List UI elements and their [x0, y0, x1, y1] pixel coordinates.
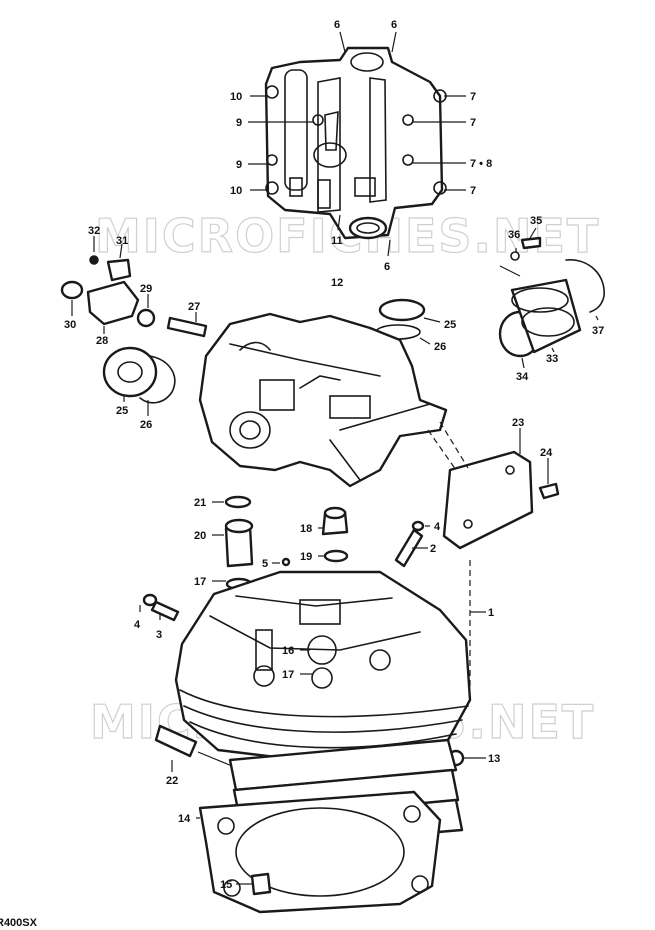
- callout-1: 1: [488, 607, 494, 619]
- callout-23: 23: [512, 417, 524, 429]
- callout-22: 22: [166, 775, 178, 787]
- callout-6a: 6: [334, 19, 340, 31]
- callout-13: 13: [488, 753, 500, 765]
- callout-30: 30: [64, 319, 76, 331]
- callout-15: 15: [220, 879, 232, 891]
- stud-2-right: [394, 520, 430, 568]
- callout-33: 33: [546, 353, 558, 365]
- part-22-plug: [154, 724, 233, 772]
- callout-7c: 7 • 8: [470, 158, 492, 170]
- valve-parts-left: [212, 495, 254, 591]
- camshaft-housing: [198, 312, 448, 488]
- callout-3: 3: [156, 629, 162, 641]
- cover-leaders: [248, 31, 466, 257]
- callout-32: 32: [88, 225, 100, 237]
- dowel-pin-15: [236, 872, 272, 896]
- callout-24: 24: [540, 447, 553, 459]
- callout-26a: 26: [140, 419, 152, 431]
- callout-10a: 10: [230, 91, 242, 103]
- callout-labels: 6 6 10 9 9 10 7 7 7 • 8 7 11 12 6 32 31 …: [64, 19, 604, 891]
- callout-10b: 10: [230, 185, 242, 197]
- callout-31: 31: [116, 235, 128, 247]
- callout-12: 12: [331, 277, 343, 289]
- callout-9a: 9: [236, 117, 242, 129]
- model-code: R400SX: [0, 917, 38, 929]
- callout-19: 19: [300, 551, 312, 563]
- callout-7a: 7: [470, 91, 476, 103]
- cylinder-head: [174, 570, 472, 767]
- cap-and-oring-left: [102, 346, 176, 416]
- stud-3-left: [139, 593, 180, 622]
- callout-4b: 4: [134, 619, 141, 631]
- callout-29: 29: [140, 283, 152, 295]
- part-5-pin: [272, 557, 291, 567]
- callout-4a: 4: [434, 521, 441, 533]
- callout-34: 34: [516, 371, 529, 383]
- callout-9b: 9: [236, 159, 242, 171]
- callout-27: 27: [188, 301, 200, 313]
- callout-20: 20: [194, 530, 206, 542]
- callout-5: 5: [262, 558, 268, 570]
- callout-7d: 7: [470, 185, 476, 197]
- callout-21: 21: [194, 497, 206, 509]
- valve-parts-right: [318, 506, 349, 563]
- callout-16: 16: [282, 645, 294, 657]
- cylinder-head-cover: [264, 46, 447, 240]
- part-27-pin: [166, 312, 208, 338]
- side-cover-23: [427, 421, 534, 550]
- callout-2: 2: [430, 543, 436, 555]
- callout-25b: 25: [444, 319, 456, 331]
- callout-14: 14: [178, 813, 191, 825]
- intake-pipe-group: [498, 227, 605, 369]
- part-1-bracket: [464, 560, 486, 759]
- callout-28: 28: [96, 335, 108, 347]
- callout-17b: 17: [282, 669, 294, 681]
- callout-7b: 7: [470, 117, 476, 129]
- callout-6c: 6: [384, 261, 390, 273]
- cap-and-oring-right: [375, 298, 441, 345]
- callout-37: 37: [592, 325, 604, 337]
- callout-18: 18: [300, 523, 312, 535]
- tachometer-drive-group: [60, 236, 156, 334]
- callout-26b: 26: [434, 341, 446, 353]
- callout-35: 35: [530, 215, 542, 227]
- bolt-24: [538, 458, 560, 500]
- callout-25a: 25: [116, 405, 128, 417]
- cylinder-gasket: [196, 790, 442, 914]
- callout-36: 36: [508, 229, 520, 241]
- callout-11: 11: [331, 235, 343, 247]
- callout-17a: 17: [194, 576, 206, 588]
- callout-6b: 6: [391, 19, 397, 31]
